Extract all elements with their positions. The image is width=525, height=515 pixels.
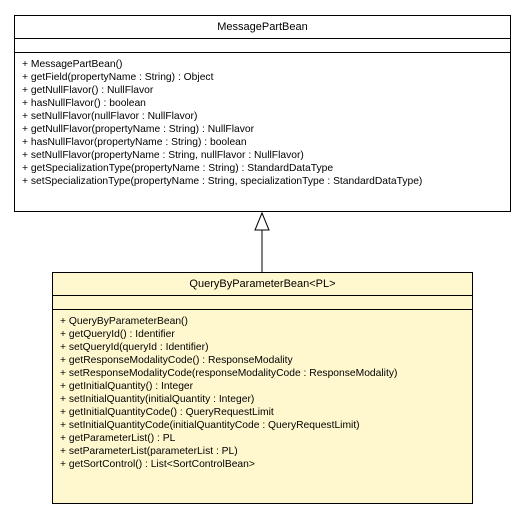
operation: + setInitialQuantityCode(initialQuantity… [60, 420, 360, 431]
operation: + getNullFlavor(propertyName : String) :… [22, 124, 255, 135]
operation: + setSpecializationType(propertyName : S… [22, 176, 423, 187]
operation: + getSpecializationType(propertyName : S… [22, 163, 334, 174]
operation: + setNullFlavor(propertyName : String, n… [22, 150, 304, 161]
operations-compartment: + QueryByParameterBean() + getQueryId() … [53, 310, 472, 471]
operation: + getField(propertyName : String) : Obje… [22, 72, 214, 83]
operation: + QueryByParameterBean() [60, 316, 188, 327]
operation: + setQueryId(queryId : Identifier) [60, 342, 209, 353]
class-box-querybyparameterbean[interactable]: QueryByParameterBean<PL> + QueryByParame… [52, 272, 473, 504]
operation: + setParameterList(parameterList : PL) [60, 446, 238, 457]
operation: + hasNullFlavor(propertyName : String) :… [22, 137, 247, 148]
attributes-compartment [15, 39, 510, 53]
operation: + getNullFlavor() : NullFlavor [22, 85, 154, 96]
operation: + MessagePartBean() [22, 59, 123, 70]
operations-compartment: + MessagePartBean() + getField(propertyN… [15, 53, 510, 188]
inheritance-arrowhead [254, 211, 270, 231]
operation: + setInitialQuantity(initialQuantity : I… [60, 394, 255, 405]
operation: + getParameterList() : PL [60, 433, 176, 444]
operation: + getInitialQuantityCode() : QueryReques… [60, 407, 274, 418]
class-name: QueryByParameterBean<PL> [53, 273, 472, 296]
class-name: MessagePartBean [15, 16, 510, 39]
operation: + setResponseModalityCode(responseModali… [60, 368, 398, 379]
operation: + getQueryId() : Identifier [60, 329, 175, 340]
operation: + getInitialQuantity() : Integer [60, 381, 194, 392]
operation: + getSortControl() : List<SortControlBea… [60, 459, 255, 470]
operation: + hasNullFlavor() : boolean [22, 98, 146, 109]
attributes-compartment [53, 296, 472, 310]
operation: + setNullFlavor(nullFlavor : NullFlavor) [22, 111, 198, 122]
class-box-messagepartbean[interactable]: MessagePartBean + MessagePartBean() + ge… [14, 15, 511, 212]
operation: + getResponseModalityCode() : ResponseMo… [60, 355, 293, 366]
